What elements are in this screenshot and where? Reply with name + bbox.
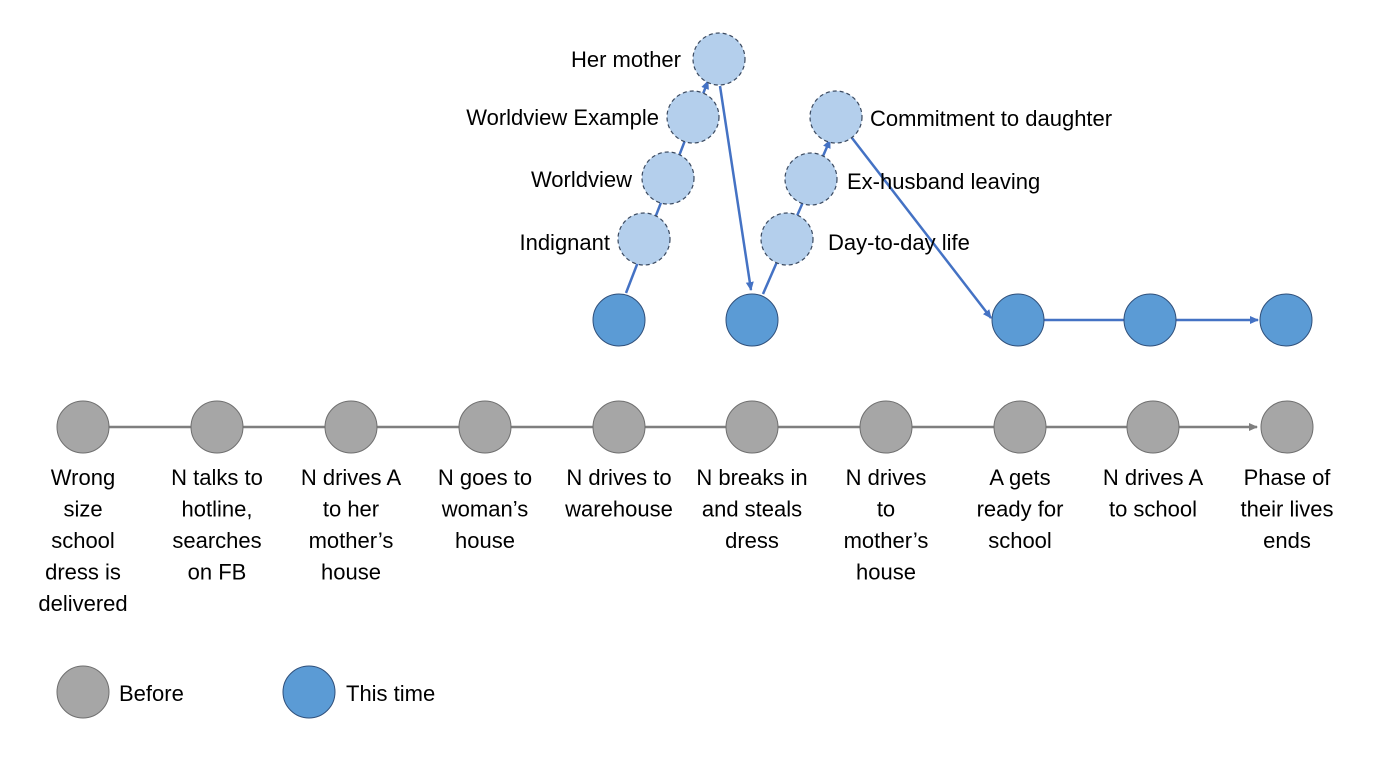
before-event-label-line: Phase of [1244, 465, 1332, 490]
before-event-label-line: mother’s [309, 528, 394, 553]
before-event-label-line: N drives [846, 465, 927, 490]
this-time-node [725, 293, 779, 347]
before-node [56, 400, 110, 454]
before-event-label-line: house [321, 560, 381, 585]
before-event-label-line: hotline, [182, 497, 253, 522]
before-event-label-line: delivered [38, 591, 127, 616]
before-event-label-line: N goes to [438, 465, 532, 490]
before-event-label-line: warehouse [564, 497, 673, 522]
before-event-label-line: N talks to [171, 465, 263, 490]
before-event-label: N drives to warehouse [564, 465, 673, 522]
before-node [458, 400, 512, 454]
before-event-label-line: their lives [1241, 497, 1334, 522]
before-event-label: Phase of their lives ends [1241, 465, 1334, 553]
before-event-label-line: N breaks in [696, 465, 807, 490]
flashback-node [784, 152, 838, 206]
before-event-label: N drives A to her mother’s house [301, 465, 402, 585]
before-event-label-line: size [63, 497, 102, 522]
before-event-label-line: A gets [989, 465, 1050, 490]
flashback-label: Her mother [571, 47, 681, 72]
before-event-label-line: house [856, 560, 916, 585]
before-event-label: N drives A to school [1103, 465, 1204, 522]
flashback-label: Worldview [531, 167, 632, 192]
flashback-label: Commitment to daughter [870, 106, 1112, 131]
flashback-node [666, 90, 720, 144]
before-event-label: N drives to mother’s house [844, 465, 929, 585]
before-node [859, 400, 913, 454]
this-time-node [1259, 293, 1313, 347]
before-event-label-line: dress is [45, 560, 121, 585]
before-event-label: A gets ready for school [977, 465, 1064, 553]
before-event-label: N talks to hotline, searches on FB [171, 465, 263, 585]
before-event-label-line: N drives A [301, 465, 402, 490]
before-event-label-line: N drives to [566, 465, 671, 490]
before-event-label-line: and steals [702, 497, 802, 522]
before-event-label-line: woman’s [441, 497, 528, 522]
flashback-down-arrow-1 [718, 85, 754, 291]
before-event-label-line: school [51, 528, 115, 553]
before-event-label-line: to her [323, 497, 379, 522]
this-time-node [1123, 293, 1177, 347]
before-timeline-labels: Wrong size school dress is delivered N talks … [38, 465, 1333, 616]
this-time-node [592, 293, 646, 347]
before-event-label-line: searches [172, 528, 261, 553]
before-event-label-line: Wrong [51, 465, 115, 490]
flashback-label: Indignant [519, 230, 610, 255]
flashback-down-arrow-2 [851, 137, 992, 319]
before-node [190, 400, 244, 454]
before-node [324, 400, 378, 454]
flashback-node [617, 212, 671, 266]
before-event-label-line: ready for [977, 497, 1064, 522]
before-event-label: N breaks in and steals dress [696, 465, 807, 553]
legend-this-time-swatch [282, 665, 336, 719]
legend-before-swatch [56, 665, 110, 719]
before-node [1260, 400, 1314, 454]
legend-this-time-label: This time [346, 681, 435, 706]
before-event-label-line: ends [1263, 528, 1311, 553]
before-event-label-line: dress [725, 528, 779, 553]
flashback-node [692, 32, 746, 86]
before-event-label: N goes to woman’s house [438, 465, 532, 553]
before-node [993, 400, 1047, 454]
before-event-label-line: school [988, 528, 1052, 553]
before-event-label-line: to school [1109, 497, 1197, 522]
before-timeline-nodes [56, 400, 1314, 454]
before-event-label-line: mother’s [844, 528, 929, 553]
flashback-node [641, 151, 695, 205]
before-event-label-line: house [455, 528, 515, 553]
legend-before-label: Before [119, 681, 184, 706]
before-event-label-line: on FB [188, 560, 247, 585]
flashback-node [760, 212, 814, 266]
before-node [725, 400, 779, 454]
this-time-node [991, 293, 1045, 347]
before-node [1126, 400, 1180, 454]
flashback-label: Worldview Example [466, 105, 659, 130]
flashback-label: Day-to-day life [828, 230, 970, 255]
flashback-node [809, 90, 863, 144]
before-event-label-line: N drives A [1103, 465, 1204, 490]
flashback-label: Ex-husband leaving [847, 169, 1040, 194]
before-event-label: Wrong size school dress is delivered [38, 465, 127, 616]
before-event-label-line: to [877, 497, 895, 522]
before-node [592, 400, 646, 454]
